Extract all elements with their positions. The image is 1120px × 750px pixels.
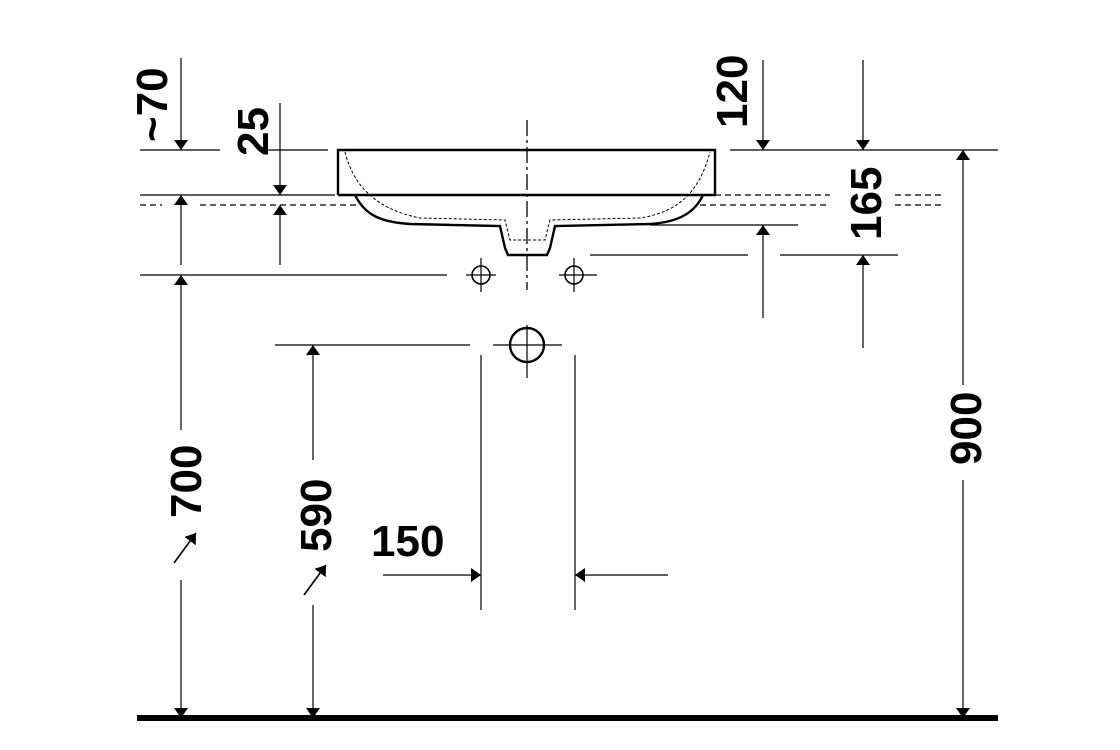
dimension-label-120: 120	[708, 55, 757, 128]
water-connection-right-icon	[559, 258, 597, 292]
dimension-arrows	[173, 58, 970, 718]
dimension-label-700: 700	[162, 445, 211, 518]
dimension-label-25: 25	[229, 107, 278, 156]
dimension-label-590: 590	[292, 479, 341, 552]
dimension-label-165: 165	[842, 167, 891, 240]
washbasin-side-view	[336, 120, 717, 290]
dimension-label-900: 900	[942, 392, 991, 465]
water-connection-left-icon	[466, 258, 496, 292]
waste-outlet-icon	[508, 325, 546, 378]
dimension-label-approx-70: ~70	[128, 67, 177, 142]
dimension-label-150: 150	[371, 517, 444, 566]
